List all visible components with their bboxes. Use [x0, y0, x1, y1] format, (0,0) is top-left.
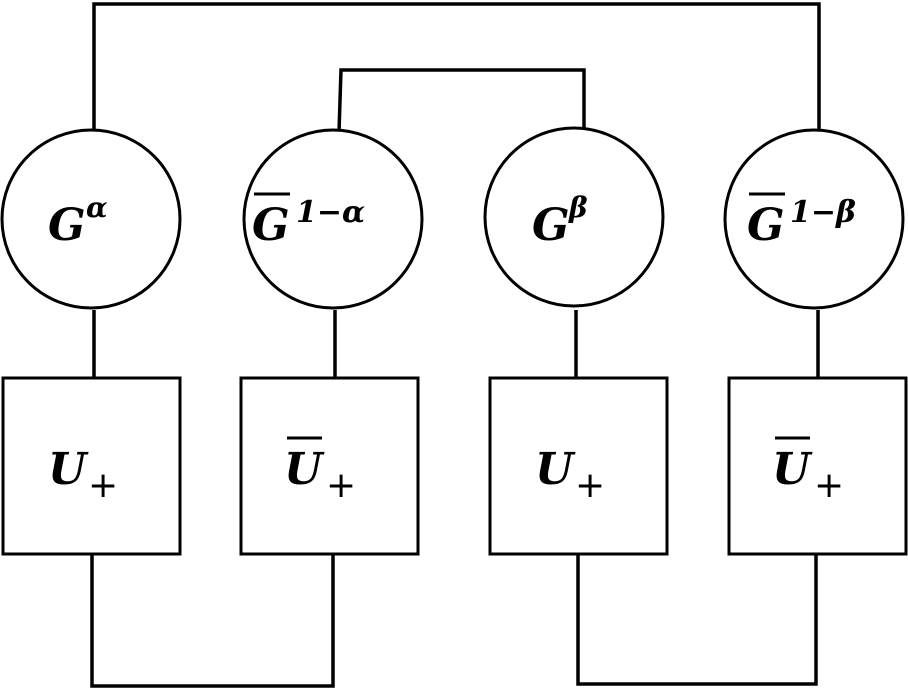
node-subscript: +: [814, 465, 844, 506]
node-gbar-1-alpha: G 1−α: [242, 128, 424, 310]
node-base: U: [535, 444, 576, 495]
node-superscript: 1−β: [790, 195, 856, 230]
node-base: G: [532, 200, 570, 251]
circle-nodes: G α G 1−α G β G 1−β: [0, 126, 905, 310]
node-base: U: [284, 444, 325, 495]
node-base: G: [252, 200, 290, 251]
node-base: U: [772, 444, 813, 495]
wire-bottom-left: [90, 554, 335, 688]
node-superscript: 1−α: [296, 195, 365, 230]
node-base: G: [48, 200, 86, 251]
node-gbar-1-beta: G 1−β: [723, 128, 905, 310]
wires: [90, 2, 821, 688]
node-g-beta: G β: [483, 126, 665, 308]
node-superscript: β: [568, 191, 588, 224]
node-subscript: +: [575, 465, 605, 506]
node-subscript: +: [326, 465, 356, 506]
node-superscript: α: [86, 191, 108, 224]
node-base: G: [747, 200, 785, 251]
node-base: U: [48, 444, 89, 495]
node-u-plus-1: U +: [1, 376, 182, 556]
node-u-plus-3: U +: [488, 376, 669, 556]
node-ubar-plus-2: U +: [239, 376, 420, 556]
wire-inner-top: [337, 68, 586, 133]
wire-bottom-right: [576, 554, 818, 686]
node-g-alpha: G α: [0, 128, 182, 310]
wire-outer-top: [92, 2, 821, 130]
node-subscript: +: [88, 465, 118, 506]
box-nodes: U + U + U + U +: [1, 376, 908, 556]
node-ubar-plus-4: U +: [727, 376, 908, 556]
